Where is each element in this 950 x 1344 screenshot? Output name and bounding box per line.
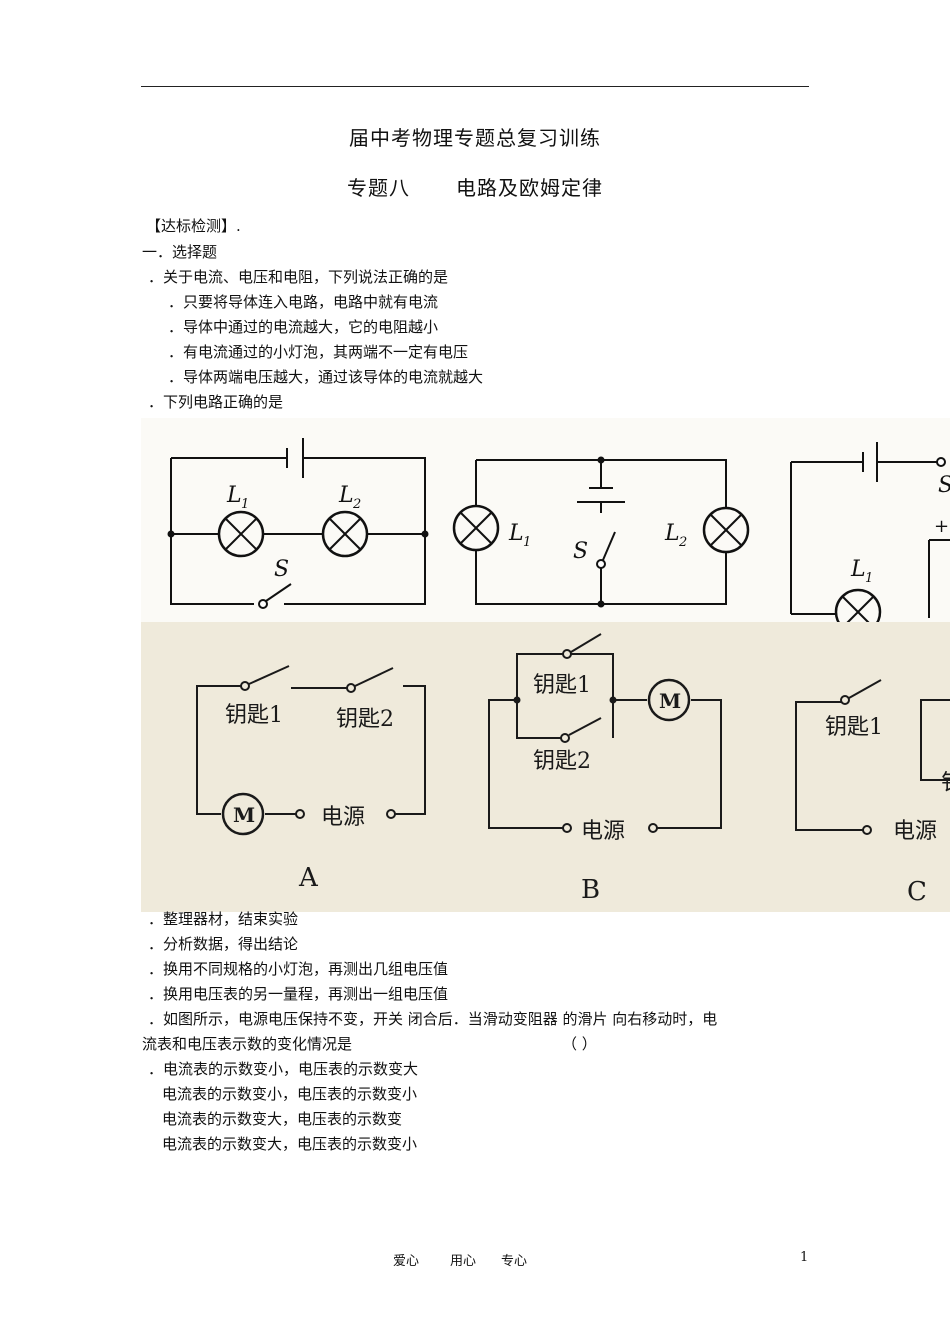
question-3-option: ．换用不同规格的小灯泡，再测出几组电压值: [148, 960, 449, 978]
lamp-label: L: [226, 483, 242, 508]
question-4-option: 电流表的示数变小，电压表的示数变小: [162, 1085, 418, 1103]
key-label: 钥匙2: [336, 707, 394, 732]
lamp-subscript: 1: [865, 571, 873, 586]
question-1-stem: ．关于电流、电压和电阻，下列说法正确的是: [148, 268, 449, 286]
subtitle-topic-number: 专题八: [347, 176, 410, 200]
lamp-subscript: 2: [352, 497, 361, 512]
key-label: 钥匙2: [533, 749, 591, 774]
plus-sign: +: [934, 516, 949, 537]
power-label: 电源: [893, 819, 937, 844]
circuit-diagram-lamps: L 1 L 2 S L 1 S L 2 L 1 S +: [167, 438, 950, 628]
question-3-option: ．分析数据，得出结论: [148, 935, 299, 953]
question-2-stem: ．下列电路正确的是: [148, 393, 284, 411]
option-label-a: A: [298, 863, 319, 893]
lamp-subscript: 2: [678, 535, 687, 550]
circuit-figure-keys: 钥匙1 钥匙2 M 电源 A 钥匙1 钥匙2 M 电源 B 钥匙1 钅 电源 C: [141, 622, 950, 912]
question-1-option: ．导体中通过的电流越大，它的电阻越小: [168, 318, 439, 336]
lamp-subscript: 1: [241, 497, 249, 512]
question-3-option: ．换用电压表的另一量程，再测出一组电压值: [148, 985, 449, 1003]
switch-label: S: [573, 539, 588, 564]
lamp-subscript: 1: [523, 535, 531, 550]
page-number: 1: [800, 1250, 809, 1265]
footer-middle: 用心: [450, 1254, 477, 1269]
lamp-label: L: [850, 557, 866, 582]
question-4-option: ．电流表的示数变小，电压表的示数变大: [148, 1060, 419, 1078]
question-4-option: 电流表的示数变大，电压表的示数变小: [162, 1135, 418, 1153]
subtitle-topic-name: 电路及欧姆定律: [456, 176, 603, 200]
header-rule: [141, 86, 809, 87]
key-label: 钥匙1: [225, 703, 283, 728]
question-4-stem-continued: 流表和电压表示数的变化情况是: [142, 1035, 353, 1053]
section-heading: 【达标检测】.: [146, 217, 241, 235]
footer-right: 专心: [501, 1254, 528, 1269]
power-label: 电源: [321, 805, 365, 830]
circuit-figure-lamps: L 1 L 2 S L 1 S L 2 L 1 S +: [141, 418, 950, 628]
footer-left: 爱心: [393, 1254, 420, 1269]
document-title: 届中考物理专题总复习训练: [349, 126, 601, 150]
answer-bracket: （ ）: [562, 1035, 597, 1053]
lamp-label: L: [664, 521, 680, 546]
part-heading: 一．选择题: [142, 243, 218, 261]
option-label-b: B: [581, 875, 600, 905]
key-label-partial: 钅: [941, 771, 950, 796]
question-4-option: 电流表的示数变大，电压表的示数变: [162, 1110, 403, 1128]
motor-label: M: [233, 803, 255, 827]
question-3-option: ．整理器材，结束实验: [148, 910, 299, 928]
motor-label: M: [659, 689, 681, 713]
power-label: 电源: [581, 819, 625, 844]
option-label-c: C: [907, 877, 927, 907]
lamp-label: L: [338, 483, 354, 508]
question-4-stem: ．如图所示，电源电压保持不变，开关 闭合后．当滑动变阻器 的滑片 向右移动时，电: [148, 1010, 718, 1028]
key-label: 钥匙1: [825, 715, 883, 740]
question-1-option: ．只要将导体连入电路，电路中就有电流: [168, 293, 439, 311]
circuit-diagram-keys: 钥匙1 钥匙2 M 电源 A 钥匙1 钥匙2 M 电源 B 钥匙1 钅 电源 C: [196, 633, 950, 907]
key-label: 钥匙1: [533, 673, 591, 698]
question-1-option: ．有电流通过的小灯泡，其两端不一定有电压: [168, 343, 469, 361]
switch-label: S: [274, 557, 289, 582]
switch-label: S: [938, 473, 950, 498]
lamp-label: L: [508, 521, 524, 546]
question-1-option: ．导体两端电压越大，通过该导体的电流就越大: [168, 368, 484, 386]
document-subtitle: 专题八 电路及欧姆定律: [0, 172, 950, 201]
